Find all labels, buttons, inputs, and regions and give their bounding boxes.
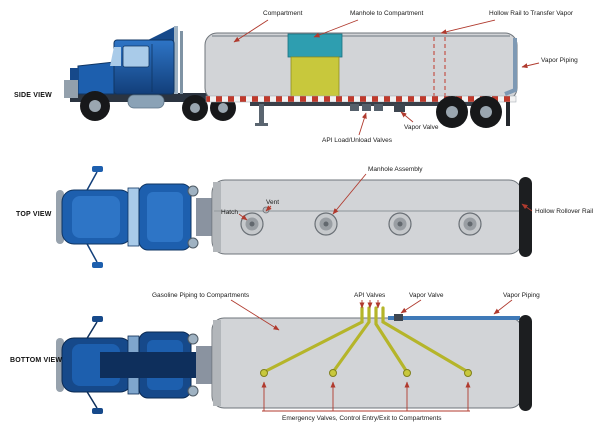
- leader-arrow: [233, 19, 269, 43]
- exhaust-stack: [187, 185, 199, 197]
- leader-arrow: [440, 19, 496, 35]
- chassis-rail: [100, 352, 200, 378]
- emergency-valve: [260, 369, 268, 377]
- exhaust-stack: [187, 237, 199, 249]
- catwalk-deck: [196, 198, 214, 236]
- label-vapor-valve-side: Vapor Valve: [404, 124, 439, 131]
- vapor-valve: [394, 314, 403, 321]
- mirror: [92, 262, 103, 268]
- leader-arrows: [230, 19, 540, 412]
- bottom-view-tractor: [56, 316, 214, 414]
- manhole-assemblies: [240, 212, 482, 236]
- leader-arrow: [265, 205, 272, 212]
- hazard-stripe: [205, 95, 517, 103]
- leader-arrow: [313, 19, 359, 38]
- label-rollover-rail: Hollow Rollover Rail: [535, 208, 594, 215]
- side-view-tractor: [64, 26, 236, 121]
- grille: [70, 68, 78, 80]
- manhole-compartment-cutaway: [287, 33, 343, 58]
- fuel-tank: [127, 94, 165, 109]
- bottom-view-title: BOTTOM VIEW: [10, 357, 63, 364]
- tank-body: [211, 317, 523, 409]
- api-valve: [350, 104, 359, 111]
- leader-arrow: [230, 299, 280, 331]
- windshield: [127, 187, 140, 247]
- api-valve: [362, 104, 371, 111]
- tank-body: [204, 32, 518, 101]
- leader-arrow: [521, 203, 533, 212]
- mirror: [92, 408, 103, 414]
- leader-arrow: [400, 299, 422, 314]
- emergency-valve: [403, 369, 411, 377]
- exhaust-stack: [187, 385, 199, 397]
- label-manhole-to-compartment: Manhole to Compartment: [350, 10, 424, 17]
- leader-arrow: [400, 111, 414, 123]
- front-bumper: [64, 80, 78, 98]
- api-valve: [374, 104, 383, 111]
- leader-arrow: [521, 62, 540, 69]
- label-vapor-piping-bottom: Vapor Piping: [503, 292, 540, 299]
- label-hatch: Hatch: [221, 209, 238, 216]
- side-view-tank-trailer: [204, 32, 518, 128]
- emergency-valve: [329, 369, 337, 377]
- catwalk-deck: [196, 346, 214, 384]
- mudflap: [506, 102, 510, 126]
- mirror: [92, 166, 103, 172]
- label-compartment: Compartment: [263, 10, 303, 17]
- vent: [262, 206, 270, 214]
- leader-arrow: [358, 112, 367, 136]
- emergency-valve-flanges: [260, 369, 472, 377]
- side-view-title: SIDE VIEW: [14, 92, 52, 99]
- label-emergency-valves: Emergency Valves, Control Entry/Exit to …: [282, 415, 442, 422]
- leader-arrow: [238, 213, 248, 221]
- windshield: [110, 47, 121, 66]
- label-gasoline-piping: Gasoline Piping to Compartments: [152, 292, 250, 299]
- vapor-pipe: [504, 38, 517, 96]
- compartment-cutaway: [290, 56, 340, 100]
- label-vapor-piping-side: Vapor Piping: [541, 57, 578, 64]
- cab-hood: [77, 61, 115, 95]
- exhaust-stack: [187, 333, 199, 345]
- vapor-pipe: [388, 316, 520, 320]
- vapor-valve: [394, 104, 405, 112]
- leader-arrow: [493, 299, 513, 315]
- label-api-load-unload: API Load/Unload Valves: [322, 137, 392, 144]
- mirror: [92, 316, 103, 322]
- top-view-tank: [211, 177, 532, 257]
- gasoline-piping: [262, 306, 470, 374]
- rear-bumper: [519, 315, 532, 411]
- label-hollow-rail: Hollow Rail to Transfer Vapor: [489, 10, 574, 17]
- label-api-valves: API Valves: [354, 292, 386, 299]
- label-vapor-valve-bottom: Vapor Valve: [409, 292, 444, 299]
- label-manhole-assembly: Manhole Assembly: [368, 166, 423, 173]
- rear-bumper: [519, 177, 532, 257]
- top-view-tractor: [56, 166, 214, 268]
- top-view-title: TOP VIEW: [16, 211, 52, 218]
- cab-window: [122, 45, 150, 68]
- label-vent: Vent: [266, 199, 280, 206]
- bottom-view-tank: [211, 306, 532, 411]
- landing-gear: [259, 104, 264, 124]
- emergency-valve: [464, 369, 472, 377]
- leader-arrow: [332, 173, 367, 215]
